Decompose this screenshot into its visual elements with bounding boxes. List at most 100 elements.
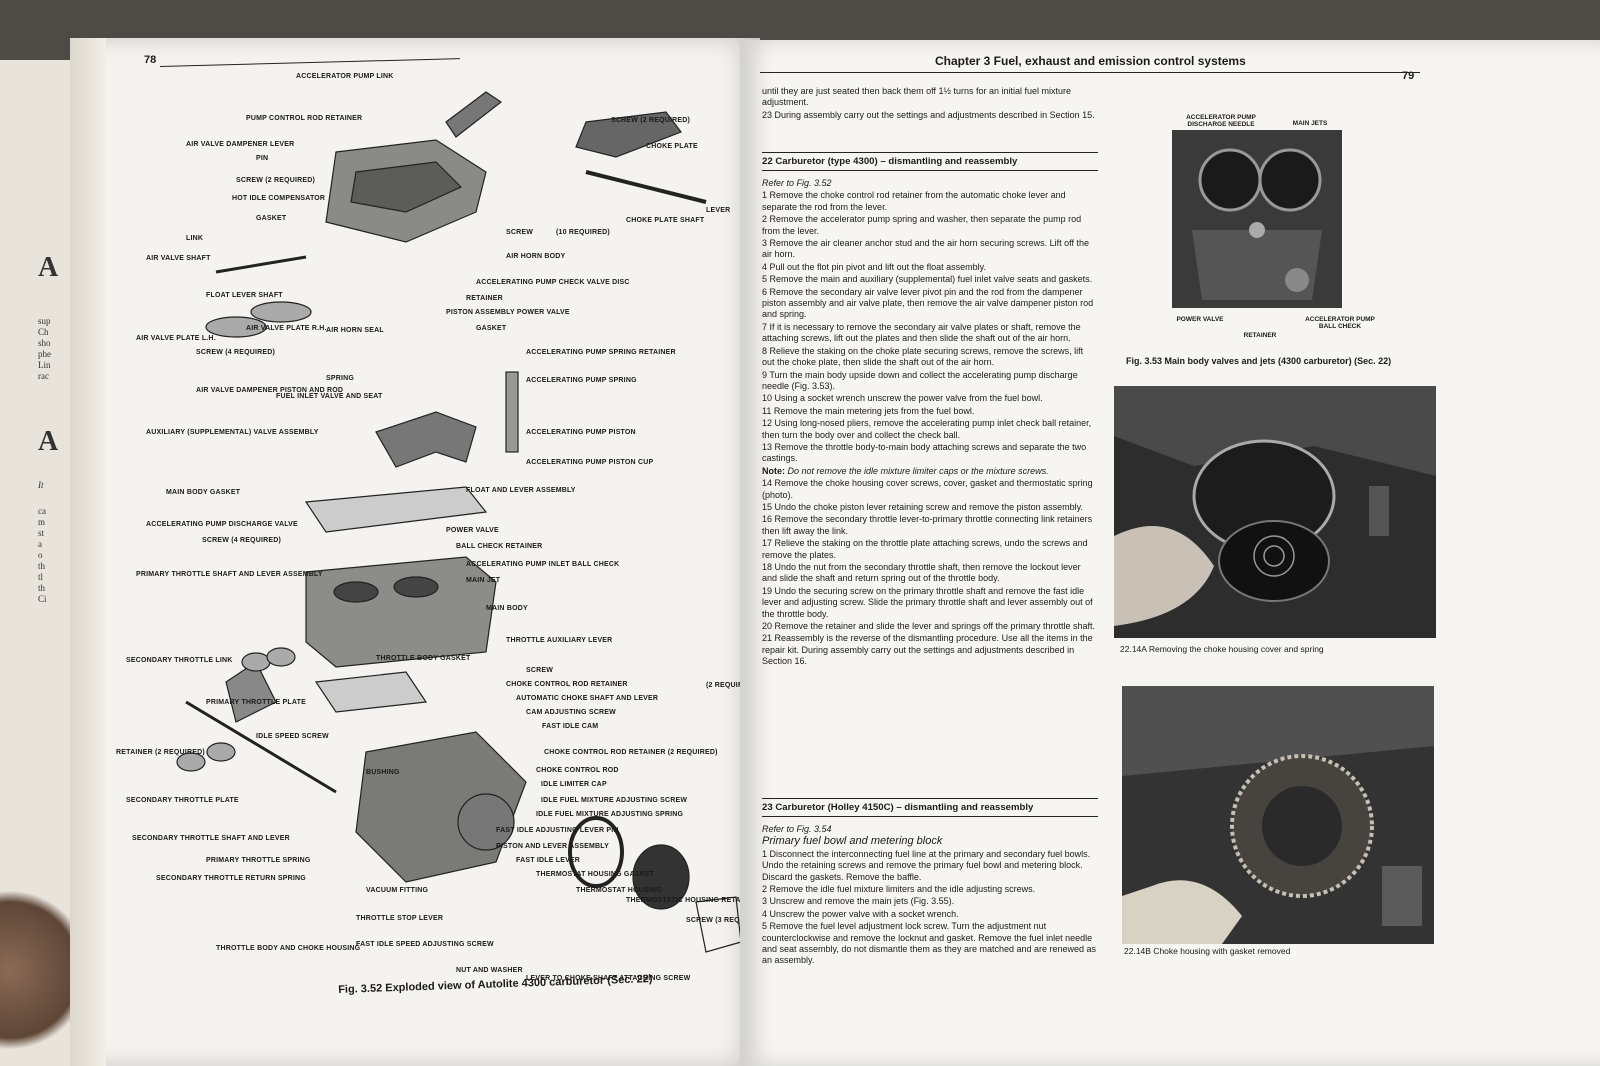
diagram-label: POWER VALVE <box>446 527 499 534</box>
section-23-body: Refer to Fig. 3.54 Primary fuel bowl and… <box>762 824 1098 968</box>
section-23-rule-top <box>762 798 1098 799</box>
bg-fragment: rac <box>38 371 49 381</box>
label-discharge-needle: ACCELERATOR PUMP DISCHARGE NEEDLE <box>1186 114 1256 128</box>
diagram-label: LEVER <box>706 207 730 214</box>
photo-22-14a <box>1114 386 1436 638</box>
step: 8 Relieve the staking on the choke plate… <box>762 345 1084 368</box>
choke-housing-gasket-image <box>1122 686 1434 944</box>
diagram-label: AIR VALVE DAMPENER PISTON AND ROD <box>196 387 343 394</box>
diagram-label: THROTTLE AUXILIARY LEVER <box>506 637 612 644</box>
step: 5 Remove the main and auxiliary (supplem… <box>762 274 1093 285</box>
diagram-label: AIR HORN SEAL <box>326 327 384 334</box>
page-edge-stack <box>70 38 106 1066</box>
diagram-label: VACUUM FITTING <box>366 887 429 894</box>
step: 1 Disconnect the interconnecting fuel li… <box>762 848 1091 882</box>
note-text: Do not remove the idle mixture limiter c… <box>787 465 1049 476</box>
label-power-valve: POWER VALVE <box>1176 316 1224 323</box>
exploded-diagram: ACCELERATOR PUMP LINK PUMP CONTROL ROD RE… <box>106 62 765 1022</box>
diagram-label: SCREW (4 REQUIRED) <box>202 537 281 544</box>
step: 11 Remove the main metering jets from th… <box>762 405 975 416</box>
step: 2 Remove the accelerator pump spring and… <box>762 214 1082 236</box>
bg-fragment-a2: A <box>38 426 59 457</box>
diagram-label: HOT IDLE COMPENSATOR <box>232 195 325 202</box>
left-page-number: 78 <box>144 54 157 66</box>
diagram-label: THROTTLE BODY AND CHOKE HOUSING <box>216 945 361 952</box>
diagram-label: FLOAT AND LEVER ASSEMBLY <box>466 487 576 494</box>
right-header-rule <box>760 72 1420 73</box>
photo-22-14b-caption: 22.14B Choke housing with gasket removed <box>1124 946 1291 956</box>
intro-line: 23 During assembly carry out the setting… <box>762 109 1095 120</box>
diagram-label: BUSHING <box>366 769 400 776</box>
label-ball-check: ACCELERATOR PUMP BALL CHECK <box>1305 316 1375 330</box>
diagram-label: SCREW (3 REQUIRED) <box>686 917 746 924</box>
step: 15 Undo the choke piston lever retaining… <box>762 501 1084 512</box>
right-page: Chapter 3 Fuel, exhaust and emission con… <box>740 40 1600 1066</box>
diagram-label: MAIN JET <box>466 577 501 584</box>
bg-fragment: It <box>38 480 44 490</box>
bg-fragment: st <box>38 528 45 538</box>
diagram-label: IDLE SPEED SCREW <box>256 733 329 740</box>
photo-22-14b <box>1122 686 1434 944</box>
diagram-label: MAIN BODY GASKET <box>166 489 241 496</box>
diagram-label: PISTON AND LEVER ASSEMBLY <box>496 843 609 850</box>
diagram-label: AUXILIARY (SUPPLEMENTAL) VALVE ASSEMBLY <box>146 429 319 436</box>
bg-fragment: sup <box>38 316 51 326</box>
diagram-label: LINK <box>186 235 203 242</box>
step: 16 Remove the secondary throttle lever-t… <box>762 514 1093 536</box>
bg-fragment: th <box>38 583 46 593</box>
step: 4 Pull out the flot pin pivot and lift o… <box>762 261 986 272</box>
diagram-label: GASKET <box>256 215 287 222</box>
step: 17 Relieve the staking on the throttle p… <box>762 538 1088 560</box>
diagram-label: ACCELERATING PUMP DISCHARGE VALVE <box>146 521 298 528</box>
step: 4 Unscrew the power valve with a socket … <box>762 908 959 919</box>
step: 19 Undo the securing screw on the primar… <box>762 585 1093 619</box>
diagram-label: SECONDARY THROTTLE SHAFT AND LEVER <box>132 835 290 842</box>
diagram-label: FAST IDLE ADJUSTING LEVER PIN <box>496 827 619 834</box>
diagram-label: GASKET <box>476 325 507 332</box>
carburetor-main-body-image <box>1172 130 1342 308</box>
bg-fragment: o <box>38 550 43 560</box>
diagram-label: SECONDARY THROTTLE LINK <box>126 657 233 664</box>
diagram-label: SCREW <box>526 667 553 674</box>
diagram-label: LEVER TO CHOKE SHAFT ATTACHING SCREW <box>526 975 691 982</box>
diagram-label: IDLE LIMITER CAP <box>541 781 607 788</box>
diagram-label: ACCELERATOR PUMP LINK <box>296 73 394 80</box>
intro-line: until they are just seated then back the… <box>762 86 1072 108</box>
note: Note: Do not remove the idle mixture lim… <box>762 466 1098 477</box>
step: 14 Remove the choke housing cover screws… <box>762 478 1093 500</box>
bg-fragment: Ci <box>38 594 47 604</box>
diagram-label: PUMP CONTROL ROD RETAINER <box>246 115 362 122</box>
diagram-label: PRIMARY THROTTLE PLATE <box>206 699 306 706</box>
diagram-label: FAST IDLE LEVER <box>516 857 580 864</box>
diagram-label: ACCELERATING PUMP SPRING RETAINER <box>526 349 676 356</box>
step: 3 Remove the air cleaner anchor stud and… <box>762 238 1090 260</box>
diagram-label: NUT AND WASHER <box>456 967 523 974</box>
diagram-label: PIN <box>256 155 268 162</box>
bg-fragment: phe <box>38 349 51 359</box>
choke-housing-cover-image <box>1114 386 1436 638</box>
step: 21 Reassembly is the reverse of the dism… <box>762 633 1093 667</box>
photo-22-14a-caption: 22.14A Removing the choke housing cover … <box>1120 644 1324 654</box>
diagram-label: FLOAT LEVER SHAFT <box>206 292 283 299</box>
step: 10 Using a socket wrench unscrew the pow… <box>762 393 1043 404</box>
section-22-body: Refer to Fig. 3.52 1 Remove the choke co… <box>762 178 1098 669</box>
diagram-label: SCREW (4 REQUIRED) <box>196 349 275 356</box>
step: 3 Unscrew and remove the main jets (Fig.… <box>762 896 955 907</box>
diagram-label: SECONDARY THROTTLE PLATE <box>126 797 239 804</box>
bg-fragment: ca <box>38 506 46 516</box>
right-page-number: 79 <box>1402 70 1415 82</box>
figure-3-53-photo <box>1172 130 1342 308</box>
step: 6 Remove the secondary air valve lever p… <box>762 286 1094 320</box>
diagram-label: SCREW (2 REQUIRED) <box>236 177 315 184</box>
diagram-label: CHOKE PLATE <box>646 143 698 150</box>
diagram-label: THROTTLE BODY GASKET <box>376 655 471 662</box>
left-page: 78 <box>70 38 765 1066</box>
bg-fragment: th <box>38 561 46 571</box>
chapter-header: Chapter 3 Fuel, exhaust and emission con… <box>935 54 1246 68</box>
section-22-rule-top <box>762 152 1098 153</box>
diagram-label: RETAINER (2 REQUIRED) <box>116 749 205 756</box>
diagram-label: AIR VALVE PLATE R.H. <box>246 325 327 332</box>
diagram-label: IDLE FUEL MIXTURE ADJUSTING SCREW <box>541 797 687 804</box>
bg-fragment: Ch <box>38 327 49 337</box>
diagram-label: (2 REQUIRED) <box>706 682 746 689</box>
